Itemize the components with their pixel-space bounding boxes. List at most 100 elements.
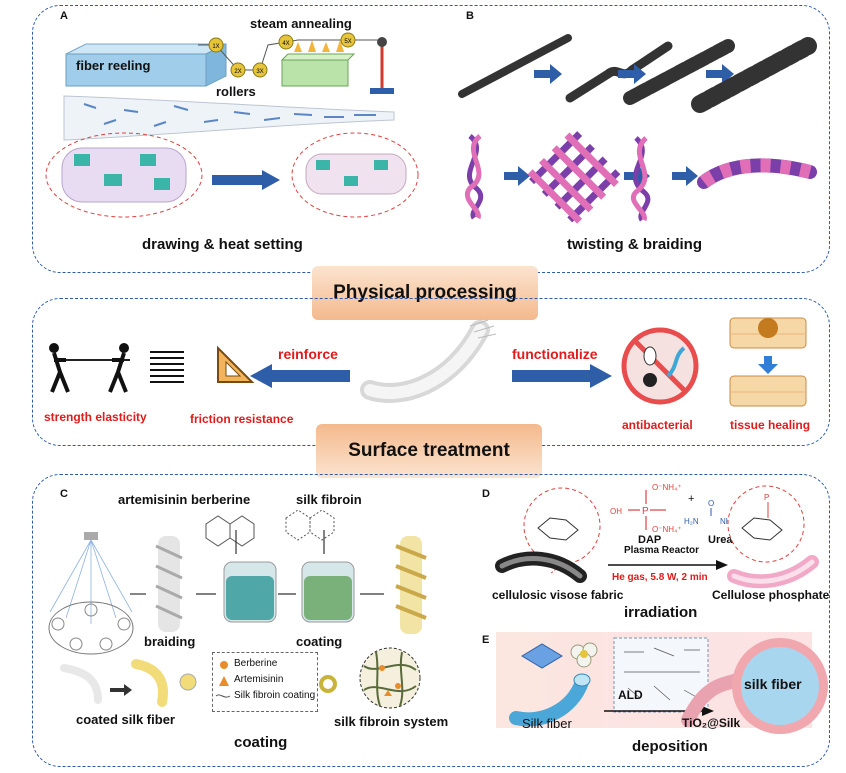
artemisinin-legend-icon [219,676,229,686]
panel-a-caption: drawing & heat setting [142,236,303,253]
viscose-fabric-icon [495,551,587,583]
panel-cde [32,474,830,767]
svg-text:P: P [642,506,649,517]
rollers-label: rollers [216,84,256,99]
plasma-conditions-label: He gas, 5.8 W, 2 min [612,572,708,583]
svg-text:O⁻NH₄⁺: O⁻NH₄⁺ [652,483,682,492]
svg-text:P: P [764,493,769,502]
fiber-reeling-label: fiber reeling [76,58,151,73]
coated-braided-fiber [395,536,427,634]
coating-step-label: coating [296,634,343,649]
steam-chamber [280,40,356,87]
plasma-reactor-label: Plasma Reactor [624,545,700,556]
roller-speed-3: 3X [256,69,263,75]
drawn-fiber-funnel [63,95,395,141]
urea-label: Urea [708,534,733,546]
cellulose-phosphate-fabric-icon [727,555,819,589]
antibacterial-label: antibacterial [622,418,693,432]
fiber-bundle-icon [360,319,497,403]
silk-fiber-blue-tube [509,673,591,727]
friction-icon [217,345,255,383]
panel-c-label: C [60,488,68,500]
cellulose-zoom-after: P [727,485,805,563]
tissue-healing-label: tissue healing [730,418,811,432]
urea-molecule: + O H₂N NH₂ [684,493,735,526]
tug-of-war-icon [49,343,130,393]
tio2-silk-label: TiO₂@Silk [682,716,741,730]
ald-label: ALD [618,688,643,702]
braiding-step-label: braiding [144,634,196,649]
drug-beaker [223,561,277,623]
silk-fiber-cross-section [732,638,828,734]
panel-c-caption: coating [234,734,288,751]
phosphate-molecule: P OH O⁻NH₄⁺ O⁻NH₄⁺ [610,483,682,534]
fiber-reeling-tank [65,43,227,87]
strength-elasticity-label: strength elasticity [44,410,147,424]
svg-text:H₂N: H₂N [684,517,699,526]
braided-fiber-white [155,536,183,632]
heat-set-arrow [212,170,280,190]
panel-b-caption: twisting & braiding [567,236,702,253]
panel-d-label: D [482,488,490,500]
panel-a-label: A [60,10,68,22]
cellulose-phosphate-label: Cellulose phosphate [712,588,830,602]
braiding-sequence [465,131,817,224]
roller-speed-1: 1X [212,44,219,50]
plasma-reactor-arrow [608,560,728,570]
roller-speed-4: 4X [282,41,289,47]
surface-treatment-banner: Surface treatment [316,424,542,478]
coated-silk-fiber-icon [60,659,197,707]
fibroin-coating-legend-label: Silk fibroin coating [234,690,316,701]
antibacterial-icon [621,327,699,405]
silk-fiber-circle-label: silk fiber [744,676,802,692]
panel-d-caption: irradiation [624,604,698,621]
flower-icon [570,642,598,668]
zoom-detail-after [291,132,419,218]
coating-legend [212,652,318,712]
dap-label: DAP [638,534,662,546]
silk-fibroin-label: silk fibroin [296,492,362,507]
reel-stand [370,37,394,94]
roller-3 [252,62,268,78]
steam-annealing-label: steam annealing [250,16,352,31]
cellulose-zoom-before [523,487,601,575]
silk-fibroin-system-icon [319,647,421,709]
functionalize-label: functionalize [512,346,598,362]
zoom-detail-before [45,132,203,218]
roller-5 [340,32,356,48]
spring-icon [150,351,184,383]
functionalize-arrow [512,364,612,388]
panel-e-label: E [482,634,490,646]
friction-resistance-label: friction resistance [190,412,294,426]
artemisinin-legend-label: Artemisinin [234,674,284,685]
twisting-sequence [458,34,817,113]
roller-1 [208,37,224,53]
braiding-machine-icon [48,532,134,655]
berberine-legend-label: Berberine [234,658,278,669]
tio2-mesh-icon [521,643,563,669]
svg-text:+: + [688,493,694,505]
svg-text:NH₂: NH₂ [720,517,735,526]
viscose-fabric-label: cellulosic visose fabric [492,588,624,602]
roller-speed-2: 2X [234,69,241,75]
berberine-legend-icon [220,661,228,669]
panel-b-label: B [466,10,474,22]
coated-silk-fiber-label: coated silk fiber [76,712,175,727]
drug-molecules [205,509,335,547]
fibroin-beaker [301,561,355,623]
reinforce-label: reinforce [278,346,338,362]
svg-text:O: O [708,499,714,508]
silk-fiber-label: Silk fiber [522,716,572,731]
physical-processing-banner: Physical processing [312,266,538,320]
svg-text:OH: OH [610,507,622,516]
panel-c-flow-arrows [130,530,384,595]
svg-text:O⁻NH₄⁺: O⁻NH₄⁺ [652,525,682,534]
panel-e-caption: deposition [632,738,708,755]
roller-4 [278,34,294,50]
tissue-healing-icon [729,317,807,407]
roller-2 [230,62,246,78]
artemisinin-berberine-label: artemisinin berberine [118,492,251,507]
roller-speed-5: 5X [344,39,351,45]
reinforce-arrow [250,364,350,388]
silk-fibroin-system-label: silk fibroin system [334,714,449,729]
